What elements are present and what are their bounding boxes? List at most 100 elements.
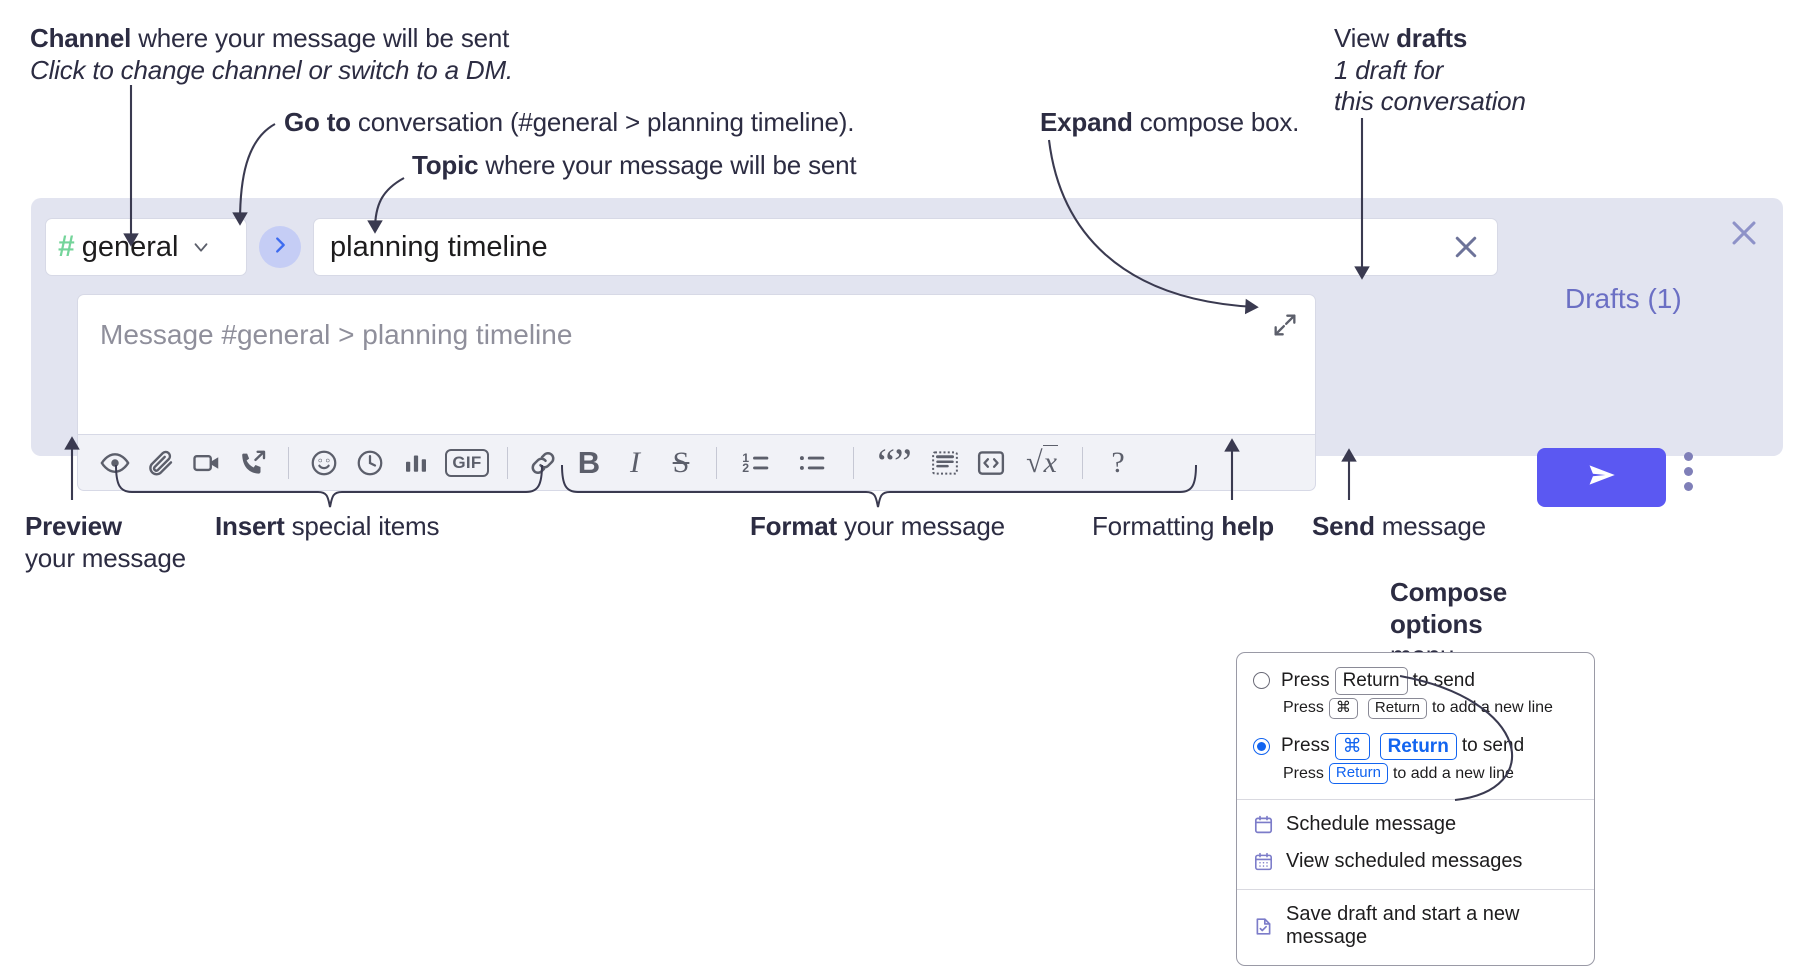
annotation-channel-bold: Channel [30,23,132,53]
code-block-button[interactable] [922,440,968,486]
annotation-send: Send message [1312,511,1486,543]
toolbar-divider [716,446,717,479]
menu-option2-subtext: Press Return to add a new line [1237,762,1594,790]
annotation-expand: Expand compose box. [1040,107,1299,139]
topic-value: planning timeline [330,230,548,263]
annotation-channel-sub: Click to change channel or switch to a D… [30,54,513,85]
annotation-goto-bold: Go to [284,107,351,137]
question-mark-label: ? [1111,445,1125,479]
formatting-toolbar: GIF B I S 1 2 [77,435,1316,491]
option1-sub-tail: to add a new line [1431,699,1553,717]
compose-panel: # general planning timeline Message #gen… [31,198,1783,507]
annotation-goto: Go to conversation (#general > planning … [284,107,854,139]
menu-item-save-draft[interactable]: Save draft and start a new message [1237,896,1594,959]
annotation-drafts-bold: drafts [1396,23,1468,53]
audio-clip-button[interactable] [230,440,276,486]
poll-button[interactable] [393,440,439,486]
save-draft-icon [1253,916,1274,937]
expand-diagonal-icon[interactable] [1271,311,1299,339]
annotation-channel: Channel where your message will be sent … [30,23,513,86]
goto-conversation-button[interactable] [259,226,301,268]
reminder-button[interactable] [347,440,393,486]
square-root-icon: √x [1026,444,1058,479]
send-paper-plane-icon [1585,458,1619,497]
annotation-drafts: View drafts 1 draft for this conversatio… [1334,23,1526,118]
key-command: ⌘ [1328,697,1358,719]
annotation-format-rest: your message [836,511,1005,541]
message-input[interactable]: Message #general > planning timeline [77,294,1316,435]
channel-name: general [81,230,179,263]
italic-button[interactable]: I [612,440,658,486]
option2-sub-press: Press [1283,764,1324,782]
menu-item-label: Schedule message [1286,813,1457,835]
compose-options-button[interactable] [1684,452,1693,491]
key-command: ⌘ [1334,732,1370,761]
key-return: Return [1334,667,1408,695]
chevron-right-icon [269,234,291,261]
video-clip-button[interactable] [184,440,230,486]
annotation-send-rest: message [1374,511,1486,541]
bold-button[interactable]: B [566,440,612,486]
annotation-topic-bold: Topic [412,150,479,180]
annotation-compose-bold2: options [1390,608,1483,639]
annotation-expand-bold: Expand [1040,107,1133,137]
channel-selector[interactable]: # general [45,218,247,276]
option1-press: Press [1281,669,1330,691]
menu-item-schedule-message[interactable]: Schedule message [1237,806,1594,843]
compose-header-row: # general planning timeline [45,218,1498,276]
link-button[interactable] [520,440,566,486]
menu-item-label: View scheduled messages [1286,850,1523,872]
compose-options-menu: Press Return to send Press ⌘ Return to a… [1236,652,1595,966]
quote-icon: “” [877,439,912,485]
annotation-insert-bold: Insert [215,511,285,541]
menu-option-return-to-send[interactable]: Press Return to send [1237,665,1594,697]
option1-tail: to send [1412,669,1475,691]
kebab-dot [1684,467,1693,476]
bulleted-list-button[interactable] [785,440,841,486]
annotation-help-bold: help [1221,511,1274,541]
chevron-down-icon [190,236,212,258]
close-icon[interactable] [1727,216,1761,250]
calendar-icon [1253,814,1274,835]
toolbar-divider [288,446,289,479]
strikethrough-button[interactable]: S [658,440,704,486]
calendar-grid-icon [1253,851,1274,872]
preview-button[interactable] [92,440,138,486]
send-button[interactable] [1537,448,1666,507]
topic-input[interactable]: planning timeline [313,218,1498,276]
annotation-preview-bold: Preview [25,511,122,541]
annotation-compose-bold1: Compose [1390,577,1508,607]
annotation-drafts-pre: View [1334,23,1397,53]
svg-text:1: 1 [742,450,749,464]
key-return: Return [1379,732,1457,761]
emoji-button[interactable] [301,440,347,486]
close-icon[interactable] [1451,232,1481,262]
toolbar-divider [1082,446,1083,479]
drafts-link[interactable]: Drafts (1) [1565,283,1682,314]
math-button[interactable]: √x [1014,440,1070,486]
menu-option-cmd-return-to-send[interactable]: Press ⌘ Return to send [1237,731,1594,763]
bold-label: B [577,445,601,480]
key-return: Return [1367,697,1427,719]
blockquote-button[interactable]: “” [866,440,922,486]
gif-button[interactable]: GIF [439,440,495,486]
gif-label: GIF [445,448,489,477]
annotation-channel-rest: where your message will be sent [131,23,510,53]
annotation-topic: Topic where your message will be sent [412,150,857,182]
annotation-preview-sub: your message [25,542,186,573]
annotation-help-pre: Formatting [1092,511,1222,541]
annotation-expand-rest: compose box. [1132,107,1300,137]
code-brackets-button[interactable] [968,440,1014,486]
strikethrough-label: S [672,445,690,479]
radio-icon[interactable] [1253,672,1270,690]
radio-icon-selected[interactable] [1253,737,1270,755]
italic-label: I [630,445,640,479]
ordered-list-button[interactable]: 1 2 [729,440,785,486]
menu-item-view-scheduled-messages[interactable]: View scheduled messages [1237,843,1594,880]
attach-button[interactable] [138,440,184,486]
formatting-help-button[interactable]: ? [1095,440,1141,486]
annotation-format: Format your message [750,511,1005,543]
hash-icon: # [58,230,75,263]
message-placeholder: Message #general > planning timeline [100,319,573,350]
toolbar-divider [853,446,854,479]
